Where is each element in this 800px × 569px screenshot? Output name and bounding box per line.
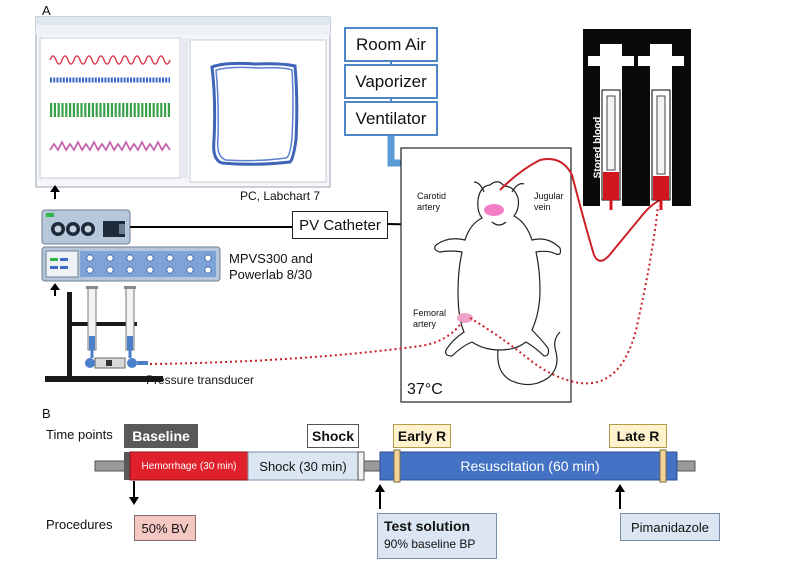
ventilator-box: Ventilator <box>344 101 438 136</box>
panel-b-letter: B <box>42 406 51 421</box>
rat-enclosure <box>400 147 572 403</box>
test-solution-title: Test solution <box>384 518 471 534</box>
bv-box: 50% BV <box>134 515 196 541</box>
panel-a-letter: A <box>42 3 51 18</box>
pimanidazole-box: Pimanidazole <box>620 513 720 541</box>
stored-blood-pump <box>583 29 691 210</box>
stored-blood-label: Stored blood <box>592 116 604 179</box>
mpvs300-device <box>41 209 131 245</box>
femoral-label-2: artery <box>413 319 437 329</box>
carotid-site <box>484 204 504 216</box>
late-r-marker: Late R <box>609 424 667 448</box>
pressure-transducer-label: Pressure transducer <box>146 373 255 387</box>
procedures-label: Procedures <box>46 517 113 532</box>
shock-phase: Shock (30 min) <box>259 458 347 474</box>
powerlab-device <box>41 246 221 282</box>
temperature-label: 37°C <box>407 381 443 398</box>
rat-illustration <box>434 181 562 386</box>
mpvs-caption-2: Powerlab 8/30 <box>229 267 313 282</box>
jugular-label-1: Jugular <box>534 191 564 201</box>
early-r-marker: Early R <box>393 424 451 448</box>
femoral-label-1: Femoral <box>413 308 447 318</box>
pressure-transducer-stand <box>45 286 163 382</box>
shock-marker: Shock <box>307 424 359 448</box>
baseline-marker: Baseline <box>124 424 198 448</box>
carotid-label-2: artery <box>417 202 441 212</box>
pv-catheter-box: PV Catheter <box>292 211 388 239</box>
test-solution-detail: 90% baseline BP <box>384 537 476 551</box>
pc-caption: PC, Labchart 7 <box>240 189 321 203</box>
hemorrhage-phase: Hemorrhage (30 min) <box>141 460 237 472</box>
room-air-box: Room Air <box>344 27 438 62</box>
femoral-site <box>457 313 473 323</box>
time-points-label: Time points <box>46 427 113 442</box>
carotid-label-1: Carotid <box>417 191 447 201</box>
labchart-screenshot <box>35 16 331 188</box>
resuscitation-phase: Resuscitation (60 min) <box>460 458 600 474</box>
vaporizer-box: Vaporizer <box>344 64 438 99</box>
mpvs-caption-1: MPVS300 and <box>229 251 313 266</box>
test-solution-box: Test solution 90% baseline BP <box>377 513 497 559</box>
timeline <box>94 449 696 509</box>
jugular-label-2: vein <box>534 202 551 212</box>
